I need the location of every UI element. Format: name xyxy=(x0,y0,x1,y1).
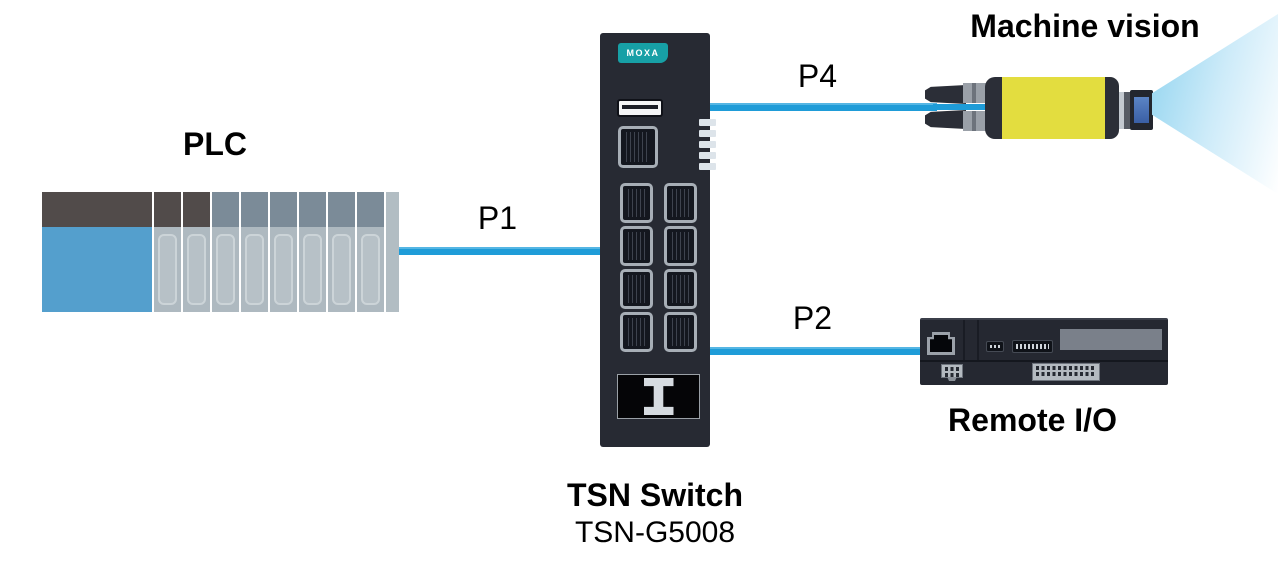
power-terminal-block-icon xyxy=(941,364,963,381)
io-terminal-strip-icon xyxy=(1032,363,1100,381)
plc-cpu-body xyxy=(42,227,152,312)
plc-io-module xyxy=(241,192,268,312)
terminal-feet xyxy=(947,377,957,381)
port-label-p2: P2 xyxy=(792,300,833,336)
camera-rear-cap xyxy=(985,77,1002,139)
camera-body xyxy=(1002,77,1105,139)
panel-divider xyxy=(977,320,979,360)
console-port-icon xyxy=(618,126,658,168)
plc-io-module xyxy=(357,192,384,312)
mini-connector-icon xyxy=(986,341,1004,352)
plc-module-slot xyxy=(332,234,351,305)
plc-cpu-top-band xyxy=(42,192,152,227)
tsn-switch-device: MOXA xyxy=(600,33,716,447)
rj45-port-icon xyxy=(664,183,697,223)
rj45-port-icon xyxy=(927,332,955,355)
rj45-port-icon xyxy=(620,312,653,352)
rj45-port-icon xyxy=(620,226,653,266)
plc-io-module xyxy=(299,192,326,312)
panel-divider xyxy=(963,320,965,360)
panel-divider xyxy=(920,360,1168,362)
plc-module-slot xyxy=(245,234,264,305)
plc-label: PLC xyxy=(183,126,247,162)
plc-io-module xyxy=(154,192,181,312)
camera-cable-segment xyxy=(933,104,990,110)
rj45-port-icon xyxy=(620,269,653,309)
plc-module-slot xyxy=(187,234,206,305)
cable-p4 xyxy=(710,103,937,111)
machine-vision-label: Machine vision xyxy=(970,8,1200,44)
led-indicator-icon xyxy=(699,152,716,159)
cable-plug-icon xyxy=(925,85,966,104)
plc-cpu-module xyxy=(42,192,152,312)
led-indicator-icon xyxy=(699,130,716,137)
led-indicator-icon xyxy=(699,141,716,148)
power-terminal-contact xyxy=(643,378,674,415)
plc-module-slot xyxy=(361,234,380,305)
connector-coupling-icon xyxy=(963,83,987,103)
camera-front-cap xyxy=(1105,77,1119,139)
cable-p1 xyxy=(397,247,600,255)
cable-p2 xyxy=(710,347,920,355)
moxa-logo: MOXA xyxy=(618,43,668,63)
rj45-port-icon xyxy=(620,183,653,223)
lens-ring xyxy=(1124,92,1130,129)
pin-connector-icon xyxy=(1012,340,1053,353)
port-label-p1: P1 xyxy=(477,200,518,236)
switch-name-label: TSN Switch xyxy=(566,477,743,513)
led-indicator-icon xyxy=(699,119,716,126)
plc-io-module xyxy=(183,192,210,312)
plc-io-module xyxy=(212,192,239,312)
plc-module-slot xyxy=(158,234,177,305)
remote-io-device xyxy=(920,318,1168,385)
plc-io-module xyxy=(270,192,297,312)
rj45-port-icon xyxy=(664,269,697,309)
usb-port-icon xyxy=(617,99,663,117)
plc-end-cap xyxy=(386,192,399,312)
rj45-port-icon xyxy=(664,226,697,266)
rj45-port-icon xyxy=(664,312,697,352)
plc-io-module xyxy=(328,192,355,312)
display-panel xyxy=(1060,329,1162,350)
lens-ring xyxy=(1119,92,1124,129)
cable-plug-icon xyxy=(925,110,966,129)
plc-device xyxy=(42,192,399,312)
port-label-p4: P4 xyxy=(797,58,838,94)
power-terminal-icon xyxy=(617,374,700,419)
plc-module-slot xyxy=(274,234,293,305)
plc-module-slot xyxy=(303,234,322,305)
remote-io-label: Remote I/O xyxy=(948,402,1117,438)
led-indicator-strip xyxy=(699,119,716,174)
rj45-port-grid xyxy=(620,183,697,352)
plc-module-slot xyxy=(216,234,235,305)
camera-lens-icon xyxy=(1134,97,1149,123)
connector-coupling-icon xyxy=(963,111,987,131)
switch-model-label: TSN-G5008 xyxy=(574,516,736,549)
led-indicator-icon xyxy=(699,163,716,170)
